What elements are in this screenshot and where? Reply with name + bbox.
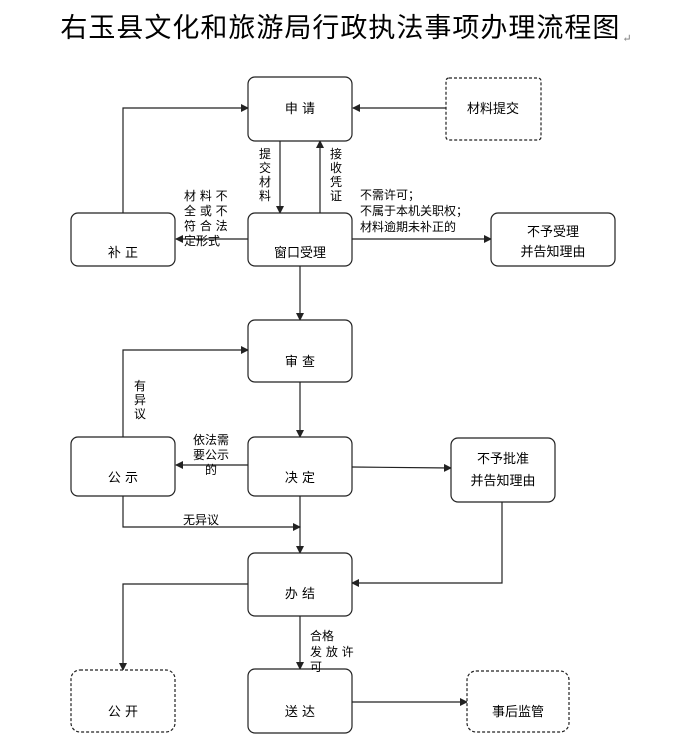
node-reject-approve-line-2: 并告知理由 [470, 473, 535, 489]
label-objection: 有 异 议 [134, 379, 146, 421]
svg-text:交: 交 [259, 160, 271, 175]
node-apply-label: 申 请 [285, 102, 315, 117]
svg-text:不需许可；: 不需许可； [360, 188, 420, 202]
node-decide: 决 定 [247, 436, 353, 497]
svg-text:接: 接 [330, 146, 342, 161]
node-publicize: 公 示 [70, 436, 176, 497]
svg-text:合格: 合格 [310, 628, 334, 643]
node-complete: 办 结 [247, 552, 353, 617]
svg-text:收: 收 [330, 161, 342, 175]
node-make-public-label: 公 开 [108, 705, 138, 720]
svg-text:材料逾期未补正的: 材料逾期未补正的 [360, 219, 456, 234]
svg-text:依法需: 依法需 [193, 432, 229, 447]
node-materials-submit-label: 材料提交 [467, 101, 519, 117]
label-no-accept-conditions: 不需许可； 不属于本机关职权； 材料逾期未补正的 [360, 188, 468, 234]
node-reject-approve: 不予批准 并告知理由 [450, 437, 556, 503]
label-no-objection: 无异议 [183, 513, 219, 527]
node-apply: 申 请 [247, 76, 353, 142]
svg-text:可: 可 [310, 660, 322, 674]
node-deliver: 送 达 [247, 668, 353, 734]
node-review-label: 审 查 [285, 355, 315, 370]
page-title: 右玉县文化和旅游局行政执法事项办理流程图↵ [0, 6, 693, 45]
svg-text:发 放 许: 发 放 许 [310, 644, 354, 659]
label-need-public: 依法需 要公示 的 [193, 432, 229, 477]
svg-text:料: 料 [259, 189, 271, 203]
node-post-supervision: 事后监管 [466, 670, 570, 733]
label-submit-materials: 提 交 材 料 [259, 146, 271, 203]
return-mark: ↵ [622, 32, 633, 45]
svg-text:的: 的 [205, 462, 217, 477]
node-reject-accept-line-2: 并告知理由 [520, 244, 585, 260]
node-materials-submit: 材料提交 [445, 77, 542, 141]
node-correct: 补 正 [70, 212, 176, 267]
node-reject-accept: 不予受理 并告知理由 [490, 212, 616, 267]
node-review: 审 查 [247, 319, 353, 383]
label-incomplete: 材 料 不 全 或 不 符 合 法 定形式 [184, 189, 228, 248]
svg-text:全 或 不: 全 或 不 [184, 203, 228, 218]
svg-text:定形式: 定形式 [184, 233, 220, 248]
edge-reject-to-complete [351, 502, 503, 587]
svg-text:不属于本机关职权；: 不属于本机关职权； [360, 204, 468, 218]
svg-text:异: 异 [134, 393, 146, 407]
node-post-supervision-label: 事后监管 [492, 705, 544, 720]
node-deliver-label: 送 达 [285, 705, 315, 720]
svg-text:提: 提 [259, 146, 271, 161]
svg-text:有: 有 [134, 379, 146, 393]
edge-complete-to-public [119, 583, 248, 671]
node-window-accept: 窗口受理 [247, 212, 353, 267]
svg-text:要公示: 要公示 [193, 448, 229, 462]
node-reject-accept-line-1: 不予受理 [527, 225, 579, 240]
label-receive-voucher: 接 收 凭 证 [330, 146, 342, 203]
svg-text:议: 议 [134, 407, 146, 421]
node-reject-approve-line-1: 不予批准 [477, 452, 529, 467]
svg-text:证: 证 [330, 189, 342, 203]
node-correct-label: 补 正 [108, 246, 138, 261]
edge-publicize-to-complete [122, 496, 301, 531]
title-text: 右玉县文化和旅游局行政执法事项办理流程图 [60, 13, 621, 44]
edge-publicize-to-review [122, 346, 249, 437]
edge-decide-to-reject [351, 463, 452, 472]
node-complete-label: 办 结 [285, 587, 315, 602]
node-decide-label: 决 定 [285, 471, 315, 486]
label-qualified: 合格 发 放 许 可 [310, 628, 354, 674]
node-window-accept-label: 窗口受理 [274, 245, 326, 261]
node-make-public: 公 开 [70, 669, 176, 733]
svg-text:材: 材 [259, 175, 271, 189]
edge-correct-to-apply [122, 104, 249, 213]
svg-text:凭: 凭 [330, 174, 342, 189]
svg-text:材 料 不: 材 料 不 [184, 189, 228, 203]
connectors [119, 104, 503, 706]
svg-text:符 合 法: 符 合 法 [184, 218, 228, 233]
node-publicize-label: 公 示 [108, 471, 138, 486]
